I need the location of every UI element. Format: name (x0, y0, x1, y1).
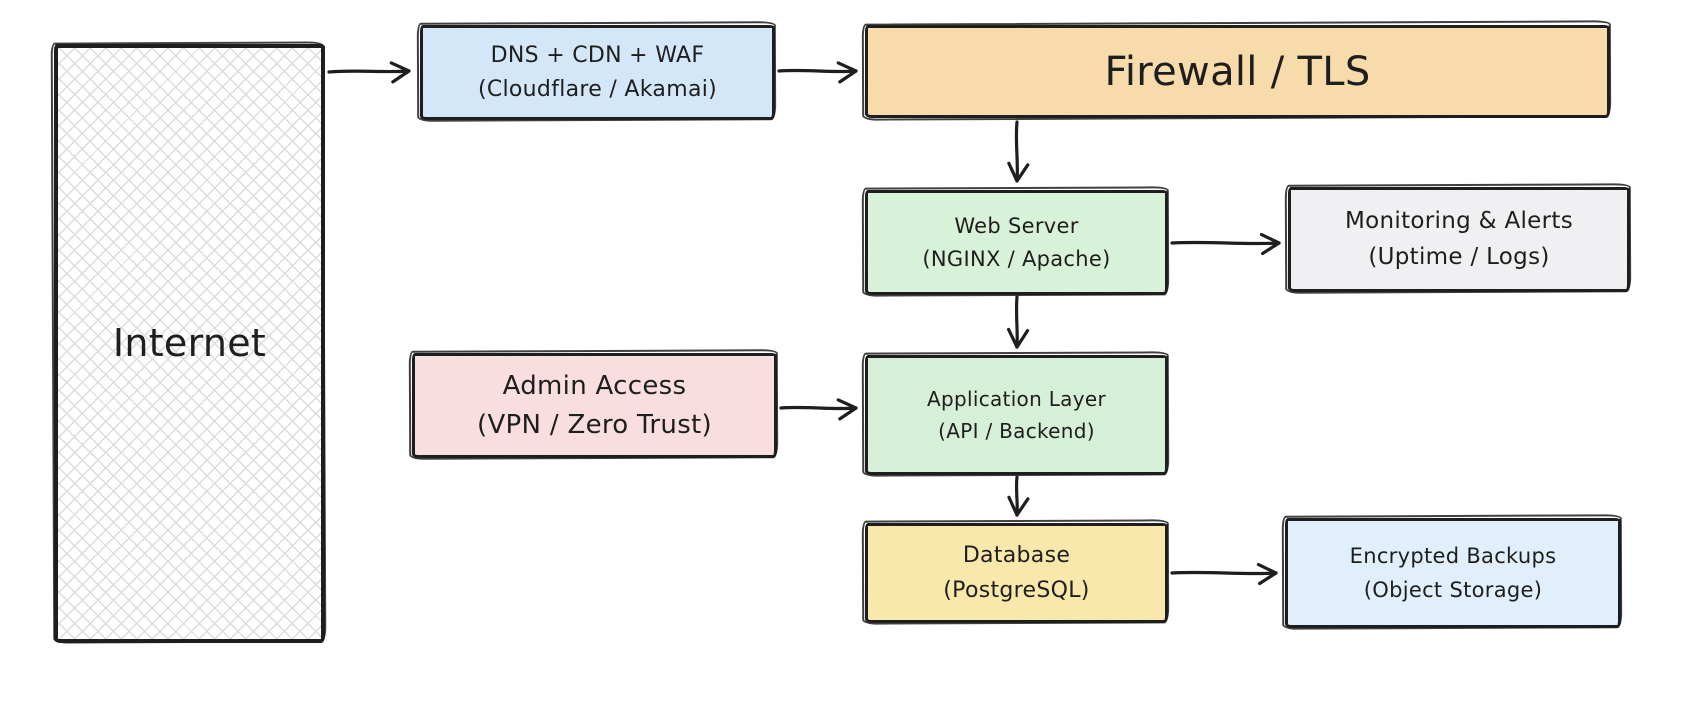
node-internet: Internet (54, 44, 325, 643)
node-application-line1: Application Layer (927, 386, 1106, 411)
node-internet-label: Internet (112, 320, 267, 365)
node-application-line2: (API / Backend) (938, 418, 1095, 443)
node-monitoring-line2: (Uptime / Logs) (1368, 244, 1550, 270)
node-application-layer: Application Layer (API / Backend) (865, 355, 1168, 475)
node-admin-line2: (VPN / Zero Trust) (477, 410, 712, 440)
arrow-web-server-to-application (1006, 295, 1030, 349)
arrow-dns-to-firewall (777, 61, 858, 84)
node-monitoring-line1: Monitoring & Alerts (1345, 208, 1573, 235)
node-encrypted-backups: Encrypted Backups (Object Storage) (1285, 518, 1621, 628)
node-database-line2: (PostgreSQL) (943, 577, 1090, 603)
node-web-server-line1: Web Server (954, 213, 1079, 238)
node-web-server: Web Server (NGINX / Apache) (865, 190, 1168, 295)
arrow-web-server-to-monitoring (1170, 232, 1281, 256)
node-admin-access: Admin Access (VPN / Zero Trust) (412, 353, 777, 458)
node-backups-line1: Encrypted Backups (1349, 544, 1557, 569)
node-database: Database (PostgreSQL) (865, 523, 1168, 623)
node-dns-line2: (Cloudflare / Akamai) (477, 77, 718, 102)
node-backups-line2: (Object Storage) (1363, 577, 1543, 602)
node-firewall-tls: Firewall / TLS (865, 25, 1610, 118)
node-firewall-label: Firewall / TLS (1104, 48, 1371, 95)
node-dns-cdn-waf: DNS + CDN + WAF (Cloudflare / Akamai) (420, 25, 775, 120)
arrow-database-to-backups (1170, 562, 1278, 586)
node-monitoring-alerts: Monitoring & Alerts (Uptime / Logs) (1288, 187, 1630, 292)
node-web-server-line2: (NGINX / Apache) (922, 247, 1111, 271)
arrow-firewall-to-web-server (1007, 120, 1030, 183)
node-database-line1: Database (962, 543, 1071, 568)
node-dns-line1: DNS + CDN + WAF (490, 42, 705, 68)
node-admin-line1: Admin Access (502, 370, 687, 401)
arrow-admin-to-application (779, 398, 858, 421)
arrow-application-to-database (1007, 475, 1030, 517)
arrow-internet-to-dns (327, 61, 411, 84)
